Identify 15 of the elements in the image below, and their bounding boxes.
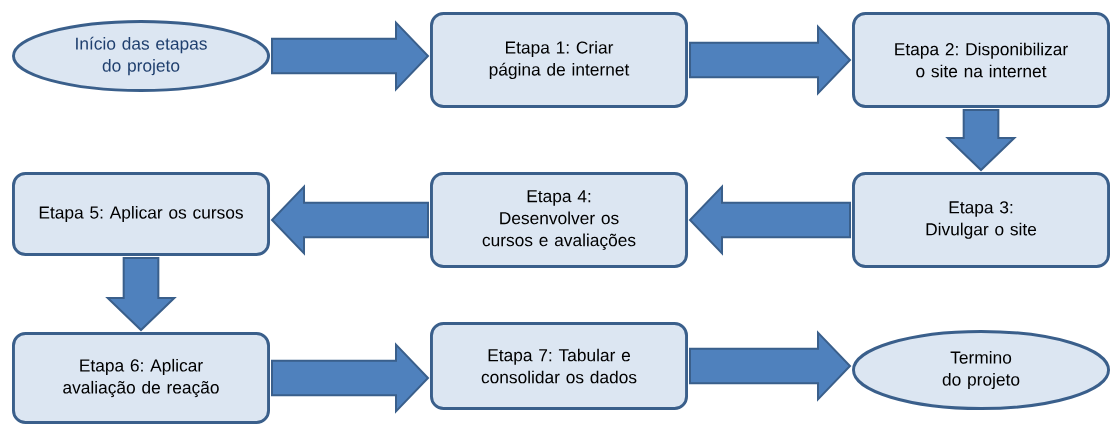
block-arrow [271, 20, 430, 92]
process-box: Etapa 3: Divulgar o site [852, 172, 1110, 268]
process-box: Etapa 6: Aplicar avaliação de reação [12, 332, 270, 424]
block-arrow [271, 342, 430, 414]
process-box: Etapa 5: Aplicar os cursos [12, 172, 270, 256]
block-arrow [945, 109, 1017, 172]
process-box: Etapa 1: Criar página de internet [430, 12, 688, 108]
block-arrow [689, 330, 852, 402]
block-arrow [689, 24, 852, 96]
process-box: Etapa 4: Desenvolver os cursos e avaliações [430, 172, 688, 268]
block-arrow [688, 184, 851, 256]
process-box: Etapa 7: Tabular e consolidar os dados [430, 322, 688, 410]
block-arrow [105, 257, 177, 332]
block-arrow [270, 184, 429, 256]
process-box: Etapa 2: Disponibilizar o site na internet [852, 12, 1110, 108]
